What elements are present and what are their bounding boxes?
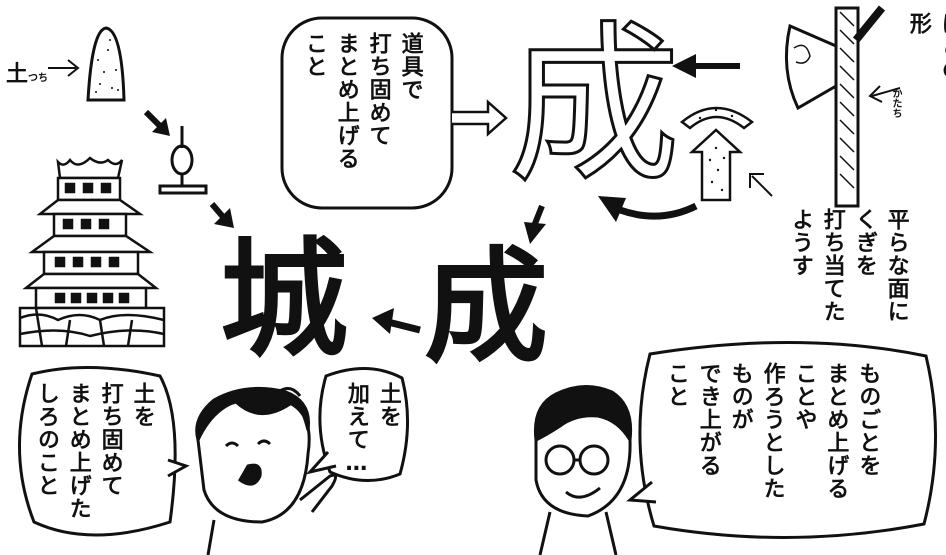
curved-to-outline-arrow xyxy=(598,196,698,222)
sei-to-shiro-arrow xyxy=(372,308,421,334)
man-character-icon xyxy=(533,385,633,555)
earth-label: 土つち xyxy=(6,56,48,88)
outline-sei-character: 成 xyxy=(507,5,682,206)
ancient-to-shiro-arrow xyxy=(209,202,234,228)
mound-to-ancient-arrow xyxy=(143,109,170,136)
girl-add-bubble-shape xyxy=(305,366,409,483)
girl-add-bubble-text: 土を 加えて… xyxy=(343,382,401,477)
girl-main-bubble-text: 土を 打ち固めて まとめ上げた しろのこと xyxy=(33,382,155,520)
hammer-caption-arrow xyxy=(749,173,773,197)
axe-caption-arrow xyxy=(868,85,901,103)
axe-caption-ruby: かたち xyxy=(890,88,901,118)
tool-bubble-text: 道具で 打ち固めて まとめ上げる こと xyxy=(301,32,423,170)
axe-caption-text: ほこの 形 xyxy=(905,12,946,81)
outline-to-sei-arrow xyxy=(524,204,546,244)
earth-ruby: つち xyxy=(28,73,49,84)
axe-pole-icon xyxy=(784,5,886,208)
earth-arrow xyxy=(48,59,80,77)
sei-character: 成 xyxy=(424,235,549,380)
shiro-character: 城 xyxy=(220,225,349,375)
hammer-description-text: 平らな面に くぎを 打ち当てた ようす xyxy=(787,208,909,323)
man-bubble-text: ものごとを まとめ上げる ことや 作ろうとした ものが でき上がる こと xyxy=(663,362,881,500)
earth-char: 土 xyxy=(6,62,29,87)
castle-icon xyxy=(18,156,166,348)
earth-mound-icon xyxy=(86,26,126,102)
tool-to-outline-arrow xyxy=(452,99,508,137)
girl-main-bubble-shape xyxy=(18,366,190,537)
man-bubble-shape xyxy=(626,340,937,540)
dotted-arch-icon xyxy=(679,106,755,202)
girl-character-icon xyxy=(195,386,337,555)
ancient-earth-glyph-icon xyxy=(158,126,208,195)
axe-to-outline-arrow xyxy=(672,54,740,78)
